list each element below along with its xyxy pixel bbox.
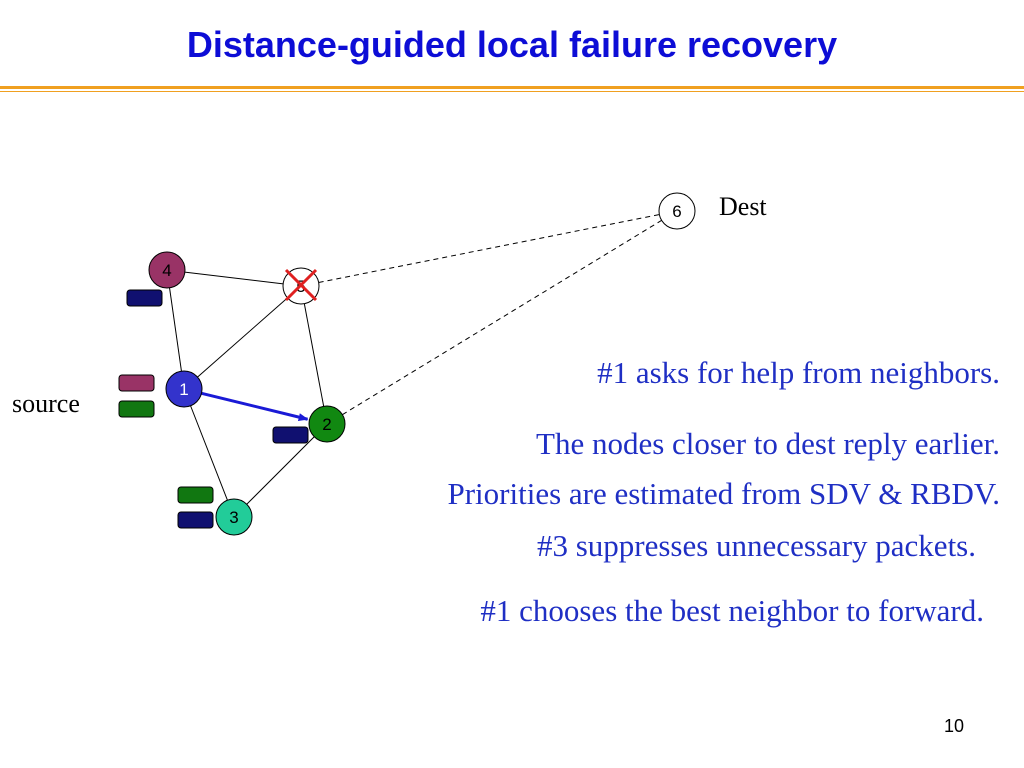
- caption-4: #3 suppresses unnecessary packets.: [536, 528, 976, 563]
- edge-5-6: [300, 210, 678, 287]
- page-number: 10: [943, 716, 964, 736]
- node-6: 6: [658, 192, 696, 230]
- edge-1-2: [201, 391, 309, 421]
- edge-4-5: [166, 269, 302, 287]
- edge-5-2: [300, 285, 328, 425]
- failure-x-mark: [284, 268, 318, 302]
- node-2-label: 2: [322, 415, 331, 434]
- tag-node1-green: [118, 400, 155, 418]
- tag-node4-navy: [126, 289, 163, 307]
- node-6-circle: [658, 192, 696, 230]
- node-4-circle: [148, 251, 186, 289]
- slide-title: Distance-guided local failure recovery: [186, 24, 838, 65]
- caption-2: The nodes closer to dest reply earlier.: [536, 426, 1000, 461]
- edge-1-5: [183, 285, 302, 390]
- packet-tags: [118, 289, 309, 529]
- tag-node1-maroon: [118, 374, 155, 392]
- source-label: source: [12, 389, 80, 418]
- node-2: 2: [308, 405, 346, 443]
- node-3-label: 3: [229, 508, 238, 527]
- node-6-label: 6: [672, 202, 681, 221]
- tag-node3-navy: [177, 511, 214, 529]
- node-1: 1: [165, 370, 203, 408]
- caption-3: Priorities are estimated from SDV & RBDV…: [447, 476, 1000, 511]
- caption-5: #1 chooses the best neighbor to forward.: [480, 593, 984, 628]
- edge-2-6: [326, 210, 678, 425]
- edges: [166, 210, 678, 518]
- edge-1-3: [183, 388, 235, 518]
- dest-label: Dest: [719, 192, 767, 221]
- caption-1: #1 asks for help from neighbors.: [597, 355, 1000, 390]
- node-1-label: 1: [179, 380, 188, 399]
- edge-3-2: [233, 423, 328, 518]
- node-2-circle: [308, 405, 346, 443]
- tag-node3-green: [177, 486, 214, 504]
- edge-4-1: [166, 269, 185, 390]
- title-rule: [0, 86, 1024, 89]
- node-3: 3: [215, 498, 253, 536]
- node-4-label: 4: [162, 261, 171, 280]
- node-4: 4: [148, 251, 186, 289]
- title-rule-thin: [0, 91, 1024, 92]
- nodes: 123456: [148, 192, 696, 536]
- node-3-circle: [215, 498, 253, 536]
- node-1-circle: [165, 370, 203, 408]
- tag-node2-navy: [272, 426, 309, 444]
